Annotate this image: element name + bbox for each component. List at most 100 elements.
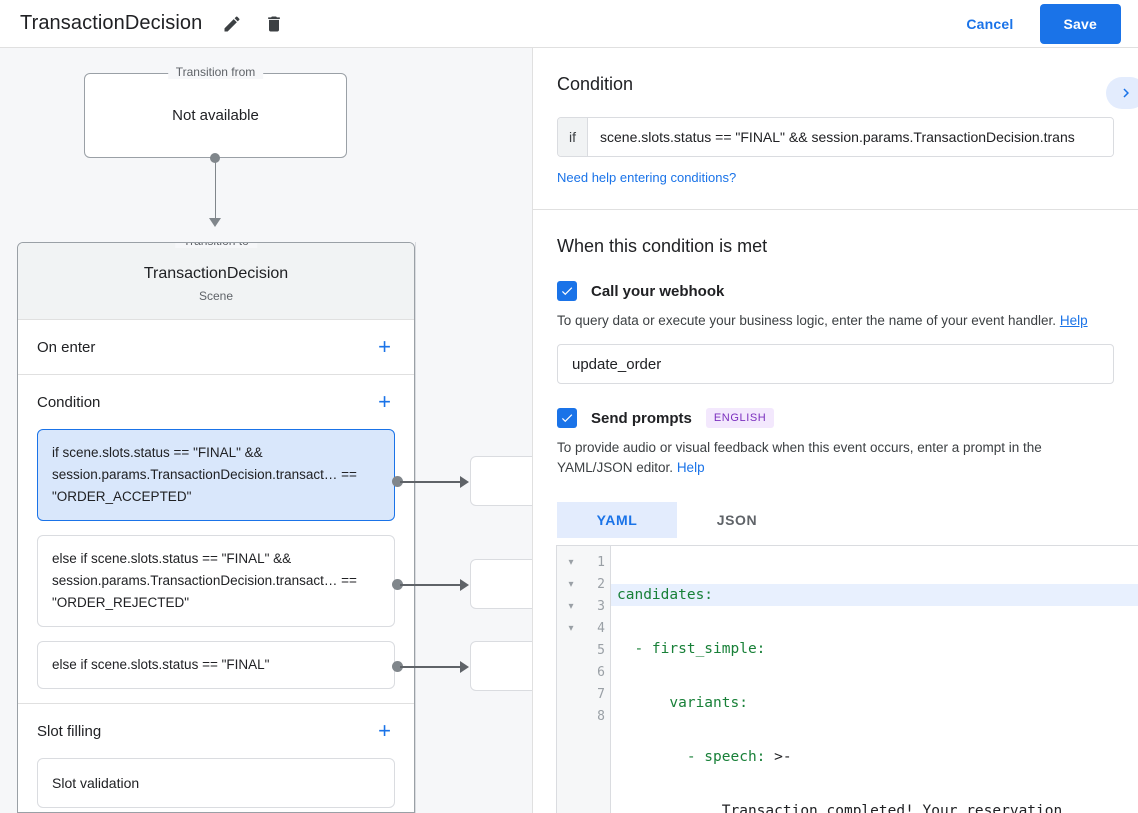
condition-input-row: if: [557, 117, 1114, 157]
top-bar: TransactionDecision Cancel Save: [0, 0, 1138, 48]
condition-port-2[interactable]: [392, 661, 403, 672]
code-line: - speech: >-: [611, 746, 1138, 768]
cancel-button[interactable]: Cancel: [954, 8, 1025, 40]
transition-from-legend: Transition from: [167, 65, 264, 79]
slot-validation-item[interactable]: Slot validation: [37, 758, 395, 808]
tab-yaml[interactable]: YAML: [557, 502, 677, 538]
fold-marker[interactable]: ▾: [568, 623, 574, 634]
prompts-checkbox[interactable]: [557, 408, 577, 428]
line-number: 2: [597, 577, 605, 592]
section-on-enter: On enter +: [18, 320, 414, 375]
webhook-label: Call your webhook: [591, 282, 725, 300]
fold-marker[interactable]: ▾: [568, 579, 574, 590]
fold-marker: [557, 662, 585, 684]
condition-item-0[interactable]: if scene.slots.status == "FINAL" && sess…: [37, 429, 395, 521]
transition-to-legend: Transition to: [175, 243, 257, 248]
section-title-on-enter: On enter: [37, 338, 96, 356]
section-title-condition: Condition: [37, 393, 101, 411]
fold-gutter: ▾ ▾ ▾ ▾: [557, 546, 585, 813]
line-number: 3: [597, 599, 605, 614]
code-key: - first_simple:: [617, 641, 766, 657]
add-condition-button[interactable]: +: [378, 389, 391, 414]
code-key: variants:: [617, 695, 748, 711]
prompts-label: Send prompts: [591, 409, 692, 427]
fold-marker[interactable]: ▾: [568, 601, 574, 612]
canvas-rail: [415, 242, 416, 813]
line-number: 7: [597, 687, 605, 702]
tab-json[interactable]: JSON: [716, 512, 758, 528]
scene-name: TransactionDecision: [143, 265, 289, 282]
add-slot-filling-button[interactable]: +: [378, 718, 391, 743]
fold-marker: [557, 706, 585, 728]
line-number: 4: [597, 621, 605, 636]
connector-arrow: [209, 218, 221, 227]
code-key: - speech:: [617, 749, 766, 765]
line-number: 8: [597, 709, 605, 724]
fold-marker[interactable]: ▾: [568, 557, 574, 568]
code-content[interactable]: candidates: - first_simple: variants: - …: [611, 546, 1138, 813]
condition-port-1[interactable]: [392, 579, 403, 590]
prompts-check-row: Send prompts ENGLISH: [557, 408, 1114, 428]
code-line: Transaction completed! Your reservation: [611, 800, 1138, 813]
condition-section: Condition if Need help entering conditio…: [533, 48, 1138, 187]
target-node-2[interactable]: [470, 641, 532, 691]
add-on-enter-button[interactable]: +: [378, 334, 391, 359]
edge-arrow-1: [460, 579, 469, 591]
code-line: variants:: [611, 692, 1138, 714]
edge-arrow-2: [460, 661, 469, 673]
condition-item-1[interactable]: else if scene.slots.status == "FINAL" &&…: [37, 535, 395, 627]
page-title: TransactionDecision: [20, 12, 203, 34]
code-key: candidates:: [617, 587, 714, 603]
condition-port-0[interactable]: [392, 476, 403, 487]
scene-card: Transition to TransactionDecision Scene …: [17, 242, 415, 813]
scene-header[interactable]: TransactionDecision Scene: [18, 243, 414, 320]
line-number: 1: [597, 555, 605, 570]
section-condition: Condition + if scene.slots.status == "FI…: [18, 375, 414, 704]
edge-line-2: [400, 666, 462, 668]
edge-line-1: [400, 584, 462, 586]
code-line: - first_simple:: [611, 638, 1138, 660]
line-number-gutter: 1 2 3 4 5 6 7 8: [585, 546, 611, 813]
when-condition-met-section: When this condition is met Call your web…: [533, 210, 1138, 538]
panel-heading-condition: Condition: [557, 74, 634, 94]
fold-marker: [557, 640, 585, 662]
chevron-right-icon[interactable]: [1106, 77, 1138, 109]
if-label: if: [558, 118, 588, 156]
target-node-1[interactable]: [470, 559, 532, 609]
scene-type: Scene: [198, 289, 234, 303]
webhook-checkbox[interactable]: [557, 281, 577, 301]
condition-input[interactable]: [588, 118, 1113, 156]
code-rest: Transaction completed! Your reservation: [617, 803, 1063, 813]
target-node-0[interactable]: [470, 456, 532, 506]
transition-from-value: Not available: [172, 107, 259, 124]
connector-line: [214, 158, 216, 220]
fold-marker: [557, 684, 585, 706]
code-line: candidates:: [611, 584, 1138, 606]
webhook-check-row: Call your webhook: [557, 281, 1114, 301]
section-slot-filling: Slot filling + Slot validation: [18, 704, 414, 808]
panel-heading-when-met: When this condition is met: [557, 236, 768, 256]
graph-canvas: Transition from Not available Transition…: [0, 48, 532, 813]
language-badge: ENGLISH: [705, 408, 775, 428]
line-number: 6: [597, 665, 605, 680]
pencil-icon[interactable]: [220, 12, 244, 36]
transition-from-card[interactable]: Transition from Not available: [84, 65, 347, 158]
editor-format-tabs: YAML JSON: [557, 502, 1114, 538]
code-rest: >-: [765, 749, 792, 765]
webhook-description-text: To query data or execute your business l…: [557, 313, 1057, 328]
prompts-description-text: To provide audio or visual feedback when…: [557, 440, 1042, 475]
yaml-editor[interactable]: ▾ ▾ ▾ ▾ 1 2 3 4 5 6 7 8 candidates: - fi…: [556, 545, 1138, 813]
edge-line-0: [400, 481, 462, 483]
edge-arrow-0: [460, 476, 469, 488]
need-help-conditions-link[interactable]: Need help entering conditions?: [557, 170, 737, 185]
save-button[interactable]: Save: [1039, 3, 1121, 44]
prompts-description: To provide audio or visual feedback when…: [557, 438, 1114, 478]
webhook-help-link[interactable]: Help: [1059, 313, 1088, 328]
panel-divider: [533, 209, 1138, 210]
webhook-handler-input[interactable]: [557, 344, 1114, 384]
line-number: 5: [597, 643, 605, 658]
prompts-help-link[interactable]: Help: [676, 460, 705, 475]
condition-item-2[interactable]: else if scene.slots.status == "FINAL": [37, 641, 395, 689]
webhook-description: To query data or execute your business l…: [557, 311, 1114, 331]
trash-icon[interactable]: [262, 12, 286, 36]
